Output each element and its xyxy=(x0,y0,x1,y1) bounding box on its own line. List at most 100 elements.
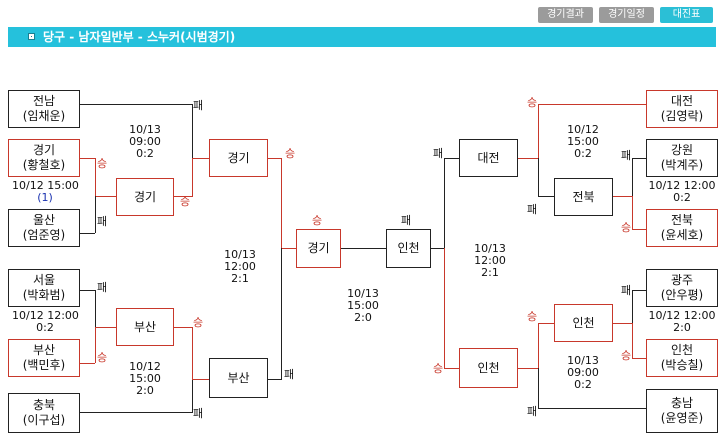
line xyxy=(95,196,96,233)
match-score: 2:1 xyxy=(231,272,249,285)
match-info: 10/13 12:00 2:1 xyxy=(465,243,515,279)
line xyxy=(96,327,116,328)
schedule-button[interactable]: 경기일정 xyxy=(599,7,654,23)
line xyxy=(268,379,282,380)
bullet-icon xyxy=(28,33,35,40)
results-button[interactable]: 경기결과 xyxy=(538,7,593,23)
line xyxy=(538,323,539,368)
match-date: 10/13 xyxy=(129,123,161,136)
match-time: 12:00 xyxy=(224,260,256,273)
match-score: 0:2 xyxy=(36,321,54,334)
player-name: (박계주) xyxy=(660,158,704,172)
line xyxy=(341,248,386,249)
winner-box[interactable]: 인천 xyxy=(554,304,613,342)
lose-label: 패 xyxy=(433,147,444,160)
page-title: 당구 - 남자일반부 - 스누커(시범경기) xyxy=(43,30,236,44)
line xyxy=(80,363,95,364)
winner-box[interactable]: 대전 xyxy=(459,139,518,177)
line xyxy=(518,368,539,369)
match-time: 09:00 xyxy=(567,366,599,379)
line xyxy=(538,196,554,197)
match-info: 10/12 12:00 0:2 xyxy=(12,309,79,334)
entry-ulsan[interactable]: 울산 (엄준영) xyxy=(8,209,80,247)
lose-label: 패 xyxy=(621,149,632,162)
player-name: (임채운) xyxy=(22,109,66,123)
line xyxy=(632,229,646,230)
player-name: (윤세호) xyxy=(660,228,704,242)
winner-box[interactable]: 부산 xyxy=(209,358,268,398)
entry-gyeonggi[interactable]: 경기 (황철호) xyxy=(8,139,80,177)
line xyxy=(80,412,193,413)
line xyxy=(268,158,282,159)
region-name: 광주 xyxy=(670,273,694,287)
match-time: 15:00 xyxy=(567,135,599,148)
entry-jeonbuk[interactable]: 전북 (윤세호) xyxy=(646,209,718,247)
match-score: 2:0 xyxy=(136,384,154,397)
match-info: 10/12 15:00 (1) xyxy=(12,180,79,204)
entry-daejeon[interactable]: 대전 (김영락) xyxy=(646,90,718,128)
win-label: 승 xyxy=(527,96,538,109)
entry-chungnam[interactable]: 충남 (윤영준) xyxy=(646,389,718,433)
entry-busan[interactable]: 부산 (백민후) xyxy=(8,339,80,377)
match-info: 10/12 15:00 2:0 xyxy=(120,361,170,397)
line xyxy=(632,290,646,291)
title-bar: 당구 - 남자일반부 - 스누커(시범경기) xyxy=(8,27,716,47)
entry-gangwon[interactable]: 강원 (박계주) xyxy=(646,139,718,177)
lose-label: 패 xyxy=(527,203,538,216)
match-date: 10/12 xyxy=(129,360,161,373)
line xyxy=(192,158,209,159)
lose-label: 패 xyxy=(97,281,108,294)
win-label: 승 xyxy=(97,157,108,170)
line xyxy=(538,158,539,196)
winner-box[interactable]: 부산 xyxy=(116,308,174,346)
region-name: 강원 xyxy=(670,143,694,157)
player-name: (박승칠) xyxy=(660,358,704,372)
winner-box[interactable]: 전북 xyxy=(554,178,613,216)
match-score: 2:0 xyxy=(673,321,691,334)
match-date: 10/12 12:00 xyxy=(12,309,79,322)
entry-gwangju[interactable]: 광주 (안우평) xyxy=(646,269,718,307)
entry-chungbuk[interactable]: 충북 (이구섭) xyxy=(8,393,80,433)
match-info: 10/13 15:00 2:0 xyxy=(338,288,388,324)
line xyxy=(192,104,193,158)
match-score: 0:2 xyxy=(574,378,592,391)
player-name: (이구섭) xyxy=(22,413,66,427)
winner-box[interactable]: 경기 xyxy=(296,229,341,268)
match-time: 12:00 xyxy=(474,254,506,267)
player-name: (황철호) xyxy=(22,158,66,172)
lose-label: 패 xyxy=(193,99,204,112)
line xyxy=(95,158,96,196)
match-score: 0:2 xyxy=(673,191,691,204)
entry-seoul[interactable]: 서울 (박화범) xyxy=(8,269,80,307)
region-name: 서울 xyxy=(32,273,56,287)
match-date: 10/13 xyxy=(347,287,379,300)
winner-box[interactable]: 경기 xyxy=(116,178,174,216)
lose-label: 패 xyxy=(527,405,538,418)
region-name: 인천 xyxy=(670,343,694,357)
bracket-button[interactable]: 대진표 xyxy=(660,7,713,23)
match-info: 10/13 09:00 0:2 xyxy=(120,124,170,160)
entry-jeonnam[interactable]: 전남 (임채운) xyxy=(8,90,80,128)
line xyxy=(281,158,282,248)
winner-box[interactable]: 인천 xyxy=(386,229,431,268)
match-date: 10/12 12:00 xyxy=(648,309,716,322)
line xyxy=(613,196,633,197)
match-date: 10/12 12:00 xyxy=(648,179,716,192)
winner-box[interactable]: 인천 xyxy=(459,348,518,388)
line xyxy=(538,104,646,105)
lose-label: 패 xyxy=(621,284,632,297)
match-date: 10/13 xyxy=(567,354,599,367)
match-date: 10/13 xyxy=(474,242,506,255)
line xyxy=(80,233,95,234)
line xyxy=(96,196,116,197)
line xyxy=(632,323,633,358)
win-label: 승 xyxy=(621,221,632,234)
region-name: 충남 xyxy=(670,396,694,410)
match-score: 0:2 xyxy=(574,147,592,160)
win-label: 승 xyxy=(621,349,632,362)
entry-incheon[interactable]: 인천 (박승칠) xyxy=(646,339,718,377)
win-label: 승 xyxy=(312,214,323,227)
region-name: 전남 xyxy=(32,94,56,108)
winner-box[interactable]: 경기 xyxy=(209,139,268,177)
match-info: 10/12 12:00 2:0 xyxy=(648,310,716,334)
